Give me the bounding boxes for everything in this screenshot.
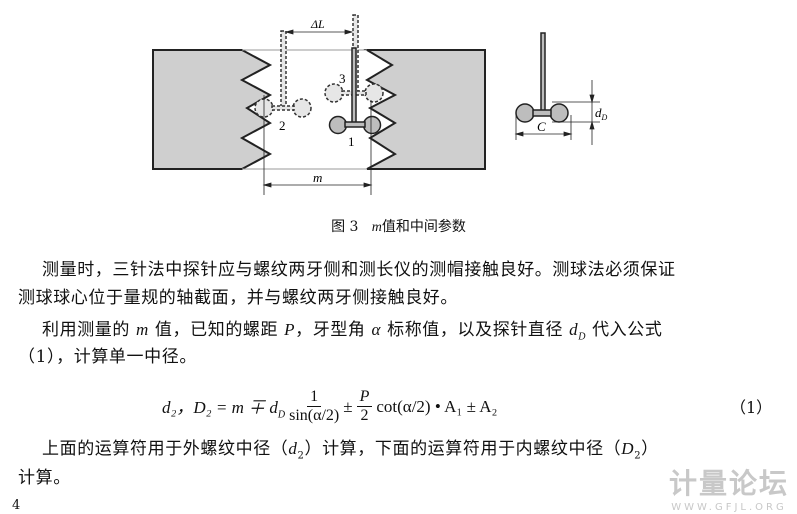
- dd-label: dD: [595, 105, 608, 122]
- m-label: m: [313, 170, 322, 185]
- probe-side-view: [515, 32, 569, 123]
- equation-number: （1）: [730, 398, 773, 417]
- thread-gauge-body: [152, 49, 486, 170]
- probe-1-solid: [328, 47, 382, 135]
- page-number: 4: [12, 498, 21, 513]
- probe-1-label: 1: [348, 134, 355, 149]
- watermark-url: WWW.GFJL.ORG: [671, 502, 787, 513]
- delta-l-label: ΔL: [310, 17, 325, 31]
- figure-3-diagram: ΔL m 1 2 3 C dD: [152, 14, 608, 195]
- c-label: C: [537, 119, 546, 134]
- paragraph-2-line-1: 利用测量的 m 值，已知的螺距 P，牙型角 α 标称值，以及探针直径 dD 代入…: [42, 320, 663, 343]
- paragraph-2-line-2: （1），计算单一中径。: [18, 347, 197, 367]
- paragraph-3-line-1: 上面的运算符用于外螺纹中径（d2）计算，下面的运算符用于内螺纹中径（D2）: [42, 439, 659, 462]
- watermark-title: 计量论坛: [668, 467, 789, 500]
- probe-3-label: 3: [339, 71, 346, 86]
- figure-caption: 图 3 m值和中间参数: [331, 219, 466, 235]
- probe-2-dashed: [254, 30, 312, 118]
- dimension-lines: [262, 29, 373, 195]
- paragraph-3-line-2: 计算。: [18, 468, 71, 488]
- watermark: 计量论坛 WWW.GFJL.ORG: [669, 462, 789, 513]
- probe-2-label: 2: [279, 118, 286, 133]
- paragraph-1-line-2: 测球球心位于量规的轴截面，并与螺纹两牙侧接触良好。: [18, 288, 458, 308]
- paragraph-1-line-1: 测量时，三针法中探针应与螺纹两牙侧和测长仪的测帽接触良好。测球法必须保证: [42, 260, 676, 280]
